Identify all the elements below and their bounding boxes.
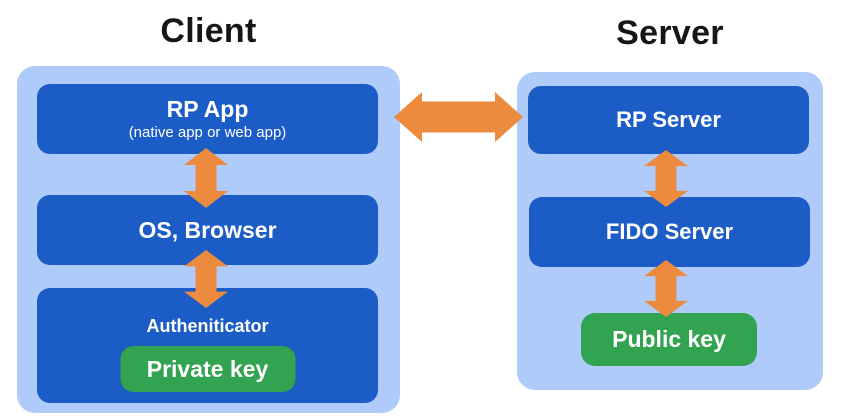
- fido-server-public-key-arrow-icon: [644, 260, 688, 317]
- rp-app-label: RP App: [166, 96, 249, 123]
- rp-app-box: RP App (native app or web app): [37, 84, 378, 154]
- server-panel: RP Server FIDO Server Public key: [517, 72, 823, 390]
- rp-server-label: RP Server: [616, 107, 721, 133]
- client-title: Client: [160, 12, 257, 50]
- rp-app-sublabel: (native app or web app): [128, 123, 287, 141]
- rp-app-os-browser-arrow-icon: [184, 148, 228, 208]
- authenticator-box: Autheniticator Private key: [37, 288, 378, 403]
- client-panel: RP App (native app or web app) OS, Brows…: [17, 66, 400, 413]
- fido-server-box: FIDO Server: [529, 197, 810, 267]
- public-key-box: Public key: [581, 313, 757, 366]
- authenticator-label: Autheniticator: [146, 316, 269, 336]
- private-key-label: Private key: [146, 355, 269, 382]
- rp-server-box: RP Server: [528, 86, 809, 154]
- os-browser-authenticator-arrow-icon: [184, 250, 228, 308]
- server-title: Server: [616, 14, 724, 52]
- client-server-arrow-icon: [394, 92, 523, 142]
- rp-server-fido-server-arrow-icon: [644, 150, 688, 207]
- private-key-box: Private key: [120, 346, 295, 392]
- public-key-label: Public key: [612, 326, 726, 352]
- fido-server-label: FIDO Server: [605, 219, 734, 245]
- os-browser-label: OS, Browser: [138, 216, 277, 243]
